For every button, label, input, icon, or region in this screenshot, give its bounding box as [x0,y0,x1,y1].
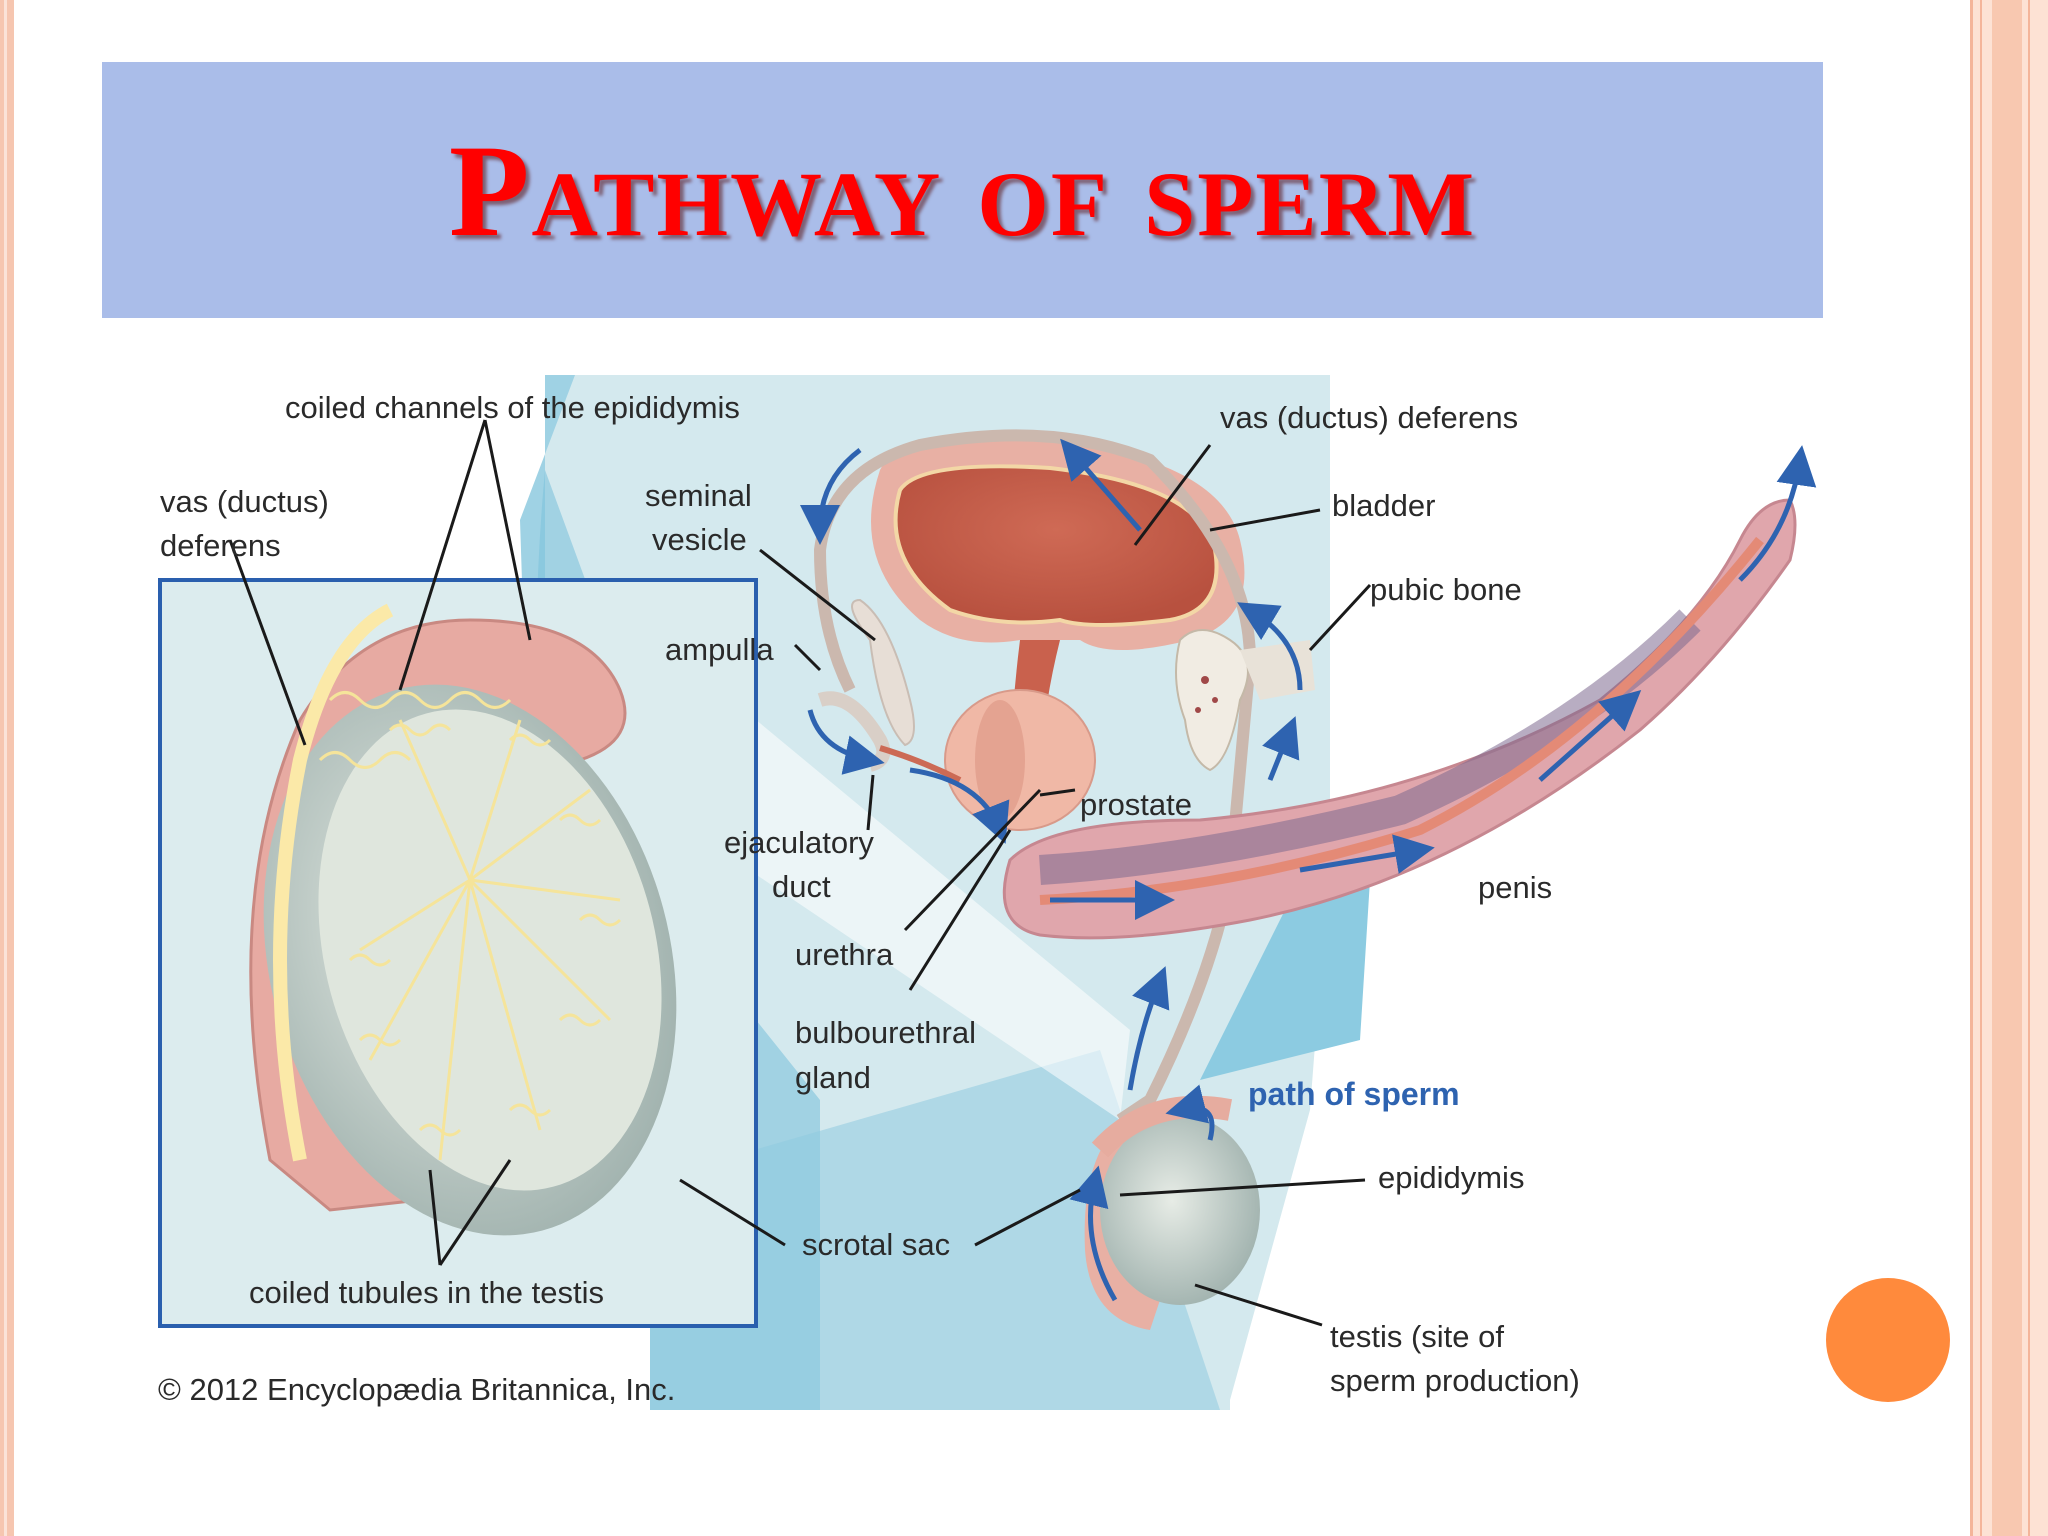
label-bladder: bladder [1332,488,1435,523]
label-testis-line2: sperm production) [1330,1363,1580,1398]
pubic-bone [1175,629,1315,772]
leader-lines [228,419,1372,1327]
label-scrotal-sac: scrotal sac [802,1227,950,1262]
label-coiled-tubules: coiled tubules in the testis [249,1275,604,1310]
label-epididymis: epididymis [1378,1160,1524,1195]
label-seminal-line2: vesicle [652,522,747,557]
right-border-decoration [1970,0,2048,1536]
label-penis: penis [1478,870,1552,905]
path-of-sperm-arrows [800,438,1817,1302]
label-vas-left-line1: vas (ductus) [160,484,329,519]
diagram-labels: coiled channels of the epididymis vas (d… [158,390,1580,1407]
bladder-prostate [871,438,1245,831]
label-path-of-sperm: path of sperm [1248,1076,1460,1112]
left-border-decoration [0,0,14,1536]
label-ampulla: ampulla [665,632,774,667]
label-ejaculatory-line1: ejaculatory [724,825,874,860]
label-seminal-line1: seminal [645,478,752,513]
label-urethra: urethra [795,937,894,972]
title-band: Pathway of sperm [102,62,1823,318]
copyright-text: © 2012 Encyclopædia Britannica, Inc. [158,1372,675,1407]
label-prostate: prostate [1080,787,1192,822]
label-bulbourethral-line2: gland [795,1060,871,1095]
label-bulbourethral-line1: bulbourethral [795,1015,976,1050]
label-coiled-channels: coiled channels of the epididymis [285,390,740,425]
label-ejaculatory-line2: duct [772,869,831,904]
label-vas-right: vas (ductus) deferens [1220,400,1518,435]
decorative-orange-circle [1826,1278,1950,1402]
label-pubic-bone: pubic bone [1370,572,1522,607]
testis-inset [158,578,758,1328]
label-testis-line1: testis (site of [1330,1319,1504,1354]
label-vas-left-line2: deferens [160,528,281,563]
slide-title: Pathway of sperm [448,116,1477,264]
